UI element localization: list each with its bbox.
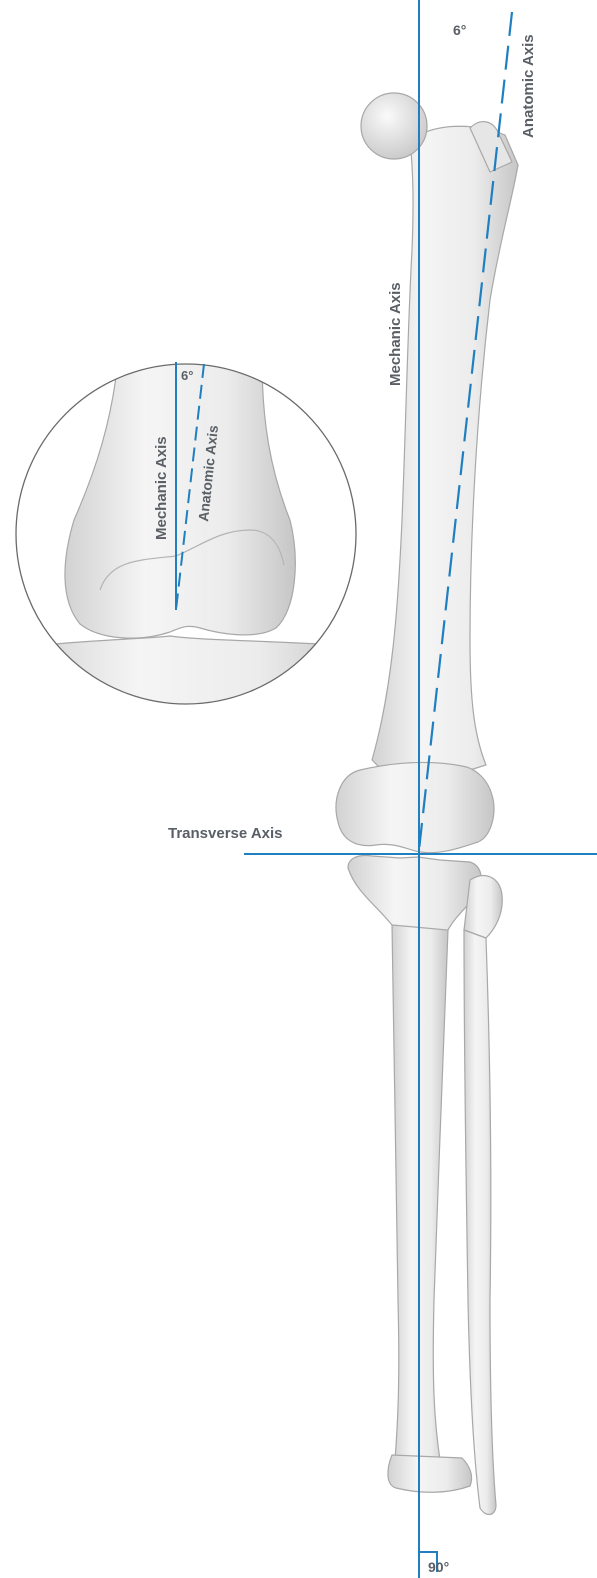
fibula <box>464 876 502 1515</box>
inset-mechanic-axis-label: Mechanic Axis <box>153 436 170 540</box>
transverse-axis-label: Transverse Axis <box>168 825 283 842</box>
tibia <box>348 856 481 1493</box>
fibula-head <box>464 876 502 938</box>
knee-inset <box>16 360 360 720</box>
inset-angle-label: 6° <box>181 368 193 383</box>
femur-distal-end <box>336 763 494 853</box>
tibia-distal-end <box>388 1455 472 1492</box>
femur-shaft <box>372 126 518 770</box>
fibula-shaft <box>464 930 496 1514</box>
femur <box>336 93 518 853</box>
main-angle-label: 6° <box>453 22 466 38</box>
main-mechanic-axis-label: Mechanic Axis <box>387 282 404 386</box>
right-angle-label: 90° <box>428 1559 449 1575</box>
main-anatomic-axis-label: Anatomic Axis <box>520 34 537 138</box>
inset-tibia <box>20 636 360 720</box>
femoral-head <box>361 93 427 159</box>
